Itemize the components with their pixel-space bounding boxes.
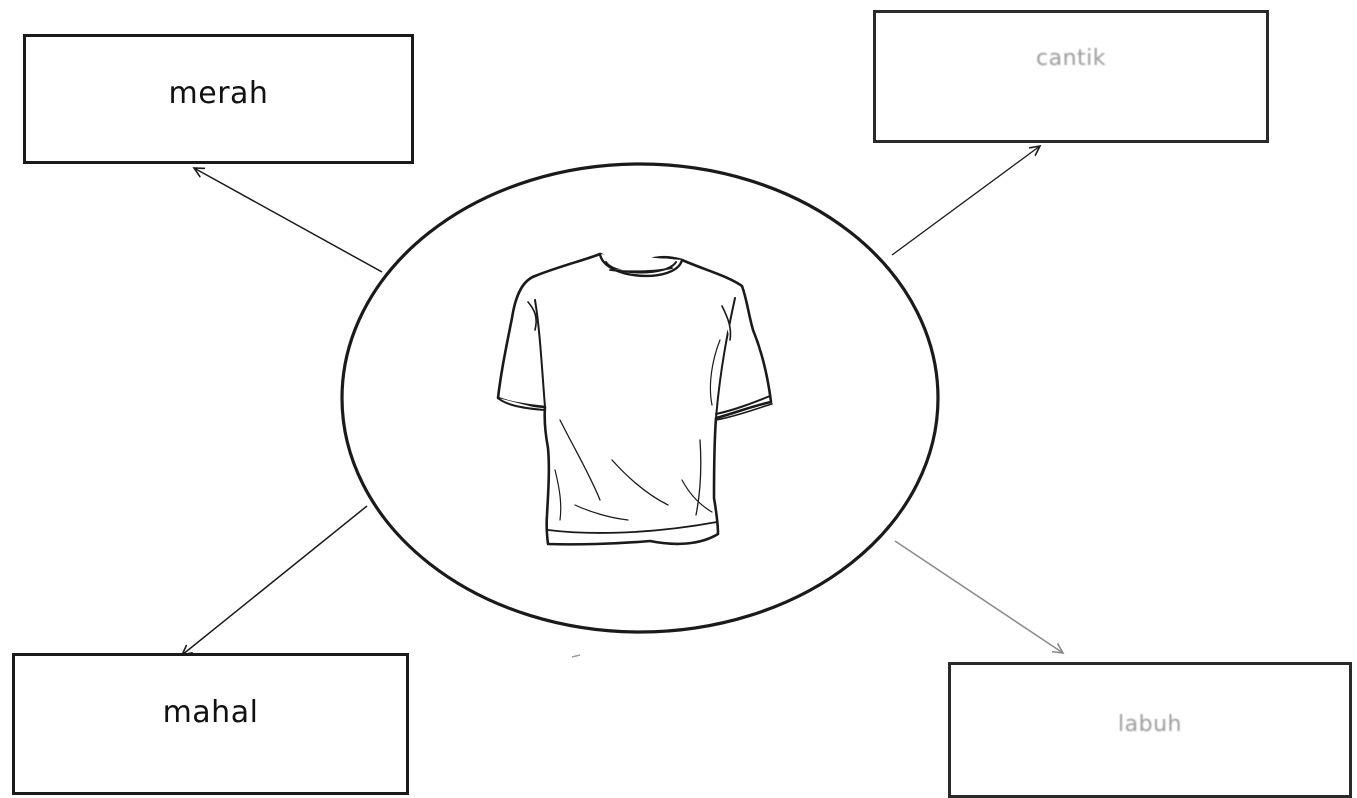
box-bottom-right: labuh (948, 662, 1352, 798)
t-shirt-icon (496, 252, 773, 546)
box-label-cantik: cantik (1036, 46, 1106, 71)
box-top-left: merah (23, 34, 414, 164)
arrow-to-bottom-left (182, 505, 368, 655)
box-label-labuh: labuh (1118, 711, 1182, 737)
arrow-to-bottom-right (894, 540, 1063, 653)
arrow-to-top-right (891, 146, 1040, 256)
box-label-mahal: mahal (162, 694, 259, 730)
arrow-to-top-left (194, 168, 383, 273)
box-top-right: cantik (873, 10, 1269, 143)
box-bottom-left: mahal (12, 653, 409, 795)
box-label-merah: merah (168, 75, 269, 111)
stray-mark (571, 654, 581, 658)
